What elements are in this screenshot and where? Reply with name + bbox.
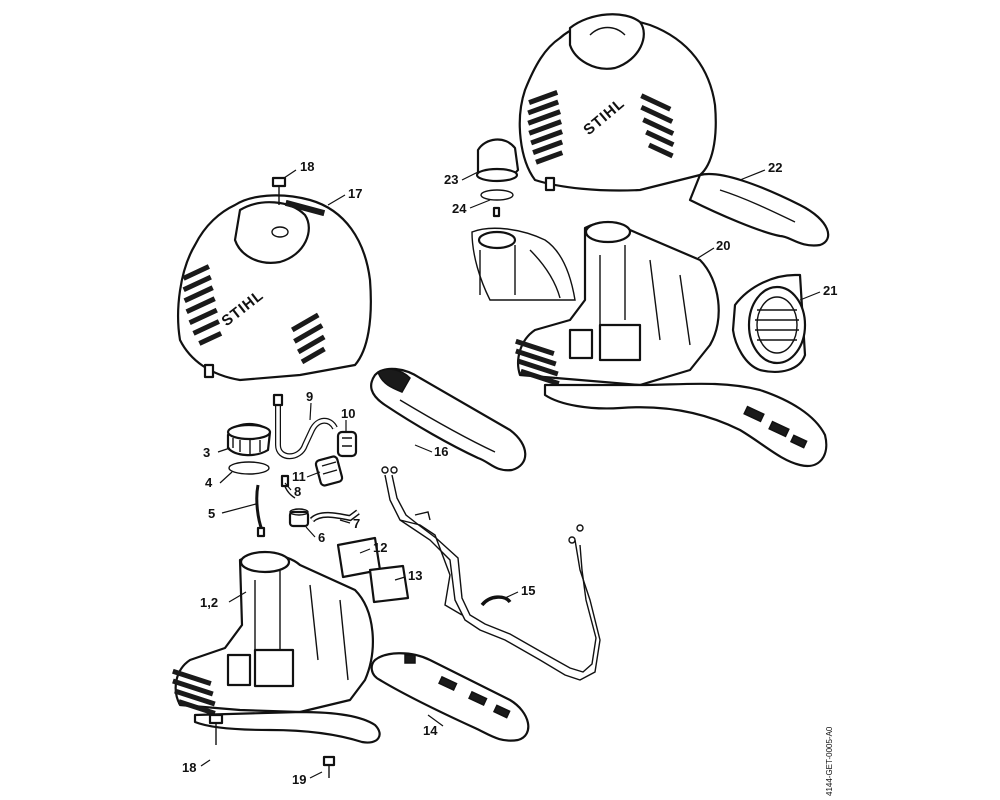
part-17-engine-shroud: STIHL xyxy=(177,194,372,382)
callout-11: 11 xyxy=(292,469,306,484)
part-14-grip xyxy=(370,652,530,742)
callout-20: 20 xyxy=(716,238,730,253)
callout-18-bottom: 18 xyxy=(182,760,196,775)
part-18-screw-top xyxy=(271,176,287,205)
part-13-sticker xyxy=(368,564,410,604)
callout-14: 14 xyxy=(423,723,438,738)
callout-16: 16 xyxy=(434,444,448,459)
callout-21: 21 xyxy=(823,283,837,298)
part-4-gasket xyxy=(228,461,270,475)
callout-24: 24 xyxy=(452,201,467,216)
callout-19: 19 xyxy=(292,772,306,787)
callout-13: 13 xyxy=(408,568,422,583)
callout-15: 15 xyxy=(521,583,535,598)
callout-10: 10 xyxy=(341,406,355,421)
part-1-2-housing xyxy=(172,550,381,744)
callout-labels: 18 17 23 24 22 20 21 9 10 3 11 16 4 8 5 … xyxy=(182,159,837,787)
part-20-housing xyxy=(515,220,828,468)
part-15-cable-harness xyxy=(381,466,601,681)
part-9-fuel-hose xyxy=(272,393,338,460)
callout-8: 8 xyxy=(294,484,301,499)
part-24-seal-ring xyxy=(480,189,514,218)
callout-12: 12 xyxy=(373,540,387,555)
callout-22: 22 xyxy=(768,160,782,175)
part-7-hose xyxy=(309,509,360,523)
callout-18-top: 18 xyxy=(300,159,314,174)
part-18-screw-bottom xyxy=(208,713,224,745)
callout-7: 7 xyxy=(353,516,360,531)
callout-17: 17 xyxy=(348,186,362,201)
callout-9: 9 xyxy=(306,389,313,404)
part-10-fuel-filter xyxy=(336,430,358,458)
inset-detail-view xyxy=(471,227,576,301)
callout-6: 6 xyxy=(318,530,325,545)
part-6-valve xyxy=(288,508,310,528)
callout-5: 5 xyxy=(208,506,215,521)
part-5-hose-valve xyxy=(255,484,266,538)
part-21-fan-cover xyxy=(731,273,807,373)
part-23-cap xyxy=(475,138,520,183)
callout-leader-lines xyxy=(200,169,821,779)
part-3-fuel-cap xyxy=(226,423,272,457)
part-11-fuel-filter xyxy=(314,455,344,487)
callout-1-2: 1,2 xyxy=(200,595,218,610)
callout-4: 4 xyxy=(205,475,213,490)
part-8-hose xyxy=(280,474,296,499)
callout-3: 3 xyxy=(203,445,210,460)
part-19-screw xyxy=(322,755,336,778)
callout-23: 23 xyxy=(444,172,458,187)
document-id: 4144-GET-0005-A0 xyxy=(825,726,834,796)
part-16-handle xyxy=(370,367,527,472)
part-22-engine-shroud: STIHL xyxy=(518,13,830,247)
